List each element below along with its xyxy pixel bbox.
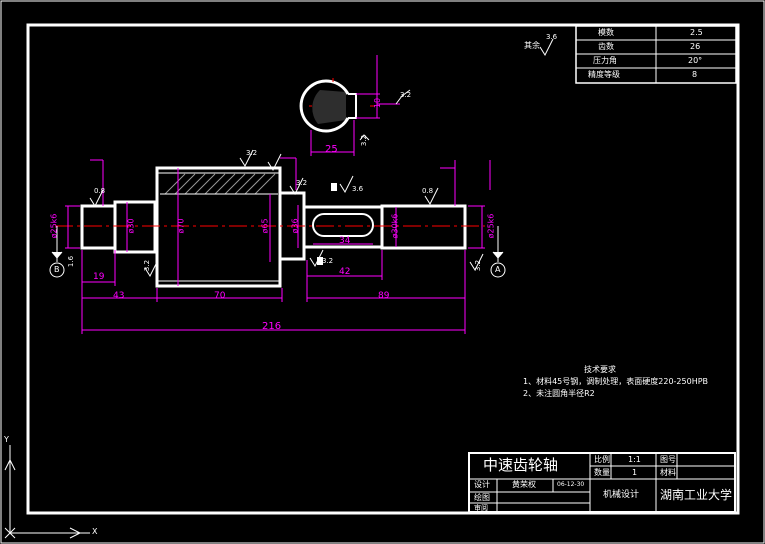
param-value-module: 2.5 — [690, 28, 703, 37]
datum-b: B — [54, 265, 60, 274]
dim-len-70: 70 — [214, 291, 226, 301]
label-review: 审阅 — [474, 504, 488, 512]
roughness-6: 0.8 — [422, 187, 434, 195]
school-name: 湖南工业大学 — [660, 488, 733, 502]
dim-dia-right-end: ø25k6 — [486, 213, 496, 239]
label-design: 设计 — [474, 480, 490, 489]
param-label-teeth: 齿数 — [598, 42, 614, 51]
dim-len-keyed-section: 42 — [339, 267, 351, 277]
roughness-5: 3.6 — [352, 185, 364, 193]
gear-shaft — [80, 166, 467, 288]
param-value-teeth: 26 — [690, 42, 701, 51]
roughness-7: 3.2 — [296, 179, 308, 187]
label-scale: 比例 — [594, 455, 610, 464]
ucs-y-label: Y — [4, 435, 9, 444]
section-roughness-top: 3.2 — [400, 91, 412, 99]
tech-req-title: 技术要求 — [584, 365, 616, 374]
datum-a: A — [495, 265, 501, 274]
course-name: 机械设计 — [603, 490, 640, 500]
roughness-2: 3.2 — [143, 259, 152, 272]
roughness-8: 3.2 — [322, 257, 334, 265]
scale-value: 1:1 — [628, 455, 641, 464]
designer-name: 黄荣权 — [512, 480, 536, 489]
roughness-4: 3.2 — [246, 149, 258, 157]
datum-markers — [49, 226, 506, 278]
dim-dia-gear-root: ø65 — [260, 218, 270, 234]
title-block-frame — [468, 452, 736, 513]
section-width-dim: 10 — [373, 97, 383, 109]
dim-dia-shoulder: ø36 — [290, 218, 300, 234]
section-depth-dim: 25 — [325, 144, 338, 155]
dim-len-89: 89 — [378, 291, 390, 301]
rest-label: 其余 — [524, 41, 540, 50]
param-value-precision: 8 — [692, 70, 698, 79]
dimension-lines — [65, 157, 491, 334]
roughness-1: 0.8 — [94, 187, 106, 195]
param-label-precision: 精度等级 — [588, 70, 620, 79]
label-draw: 绘图 — [474, 493, 490, 502]
dim-dia-gear-tip: ø70 — [176, 218, 186, 234]
gear-hatch — [164, 173, 276, 195]
tech-req-item-1: 1、材料45号钢，调制处理，表面硬度220-250HPB — [523, 377, 709, 386]
drawing-frame — [26, 23, 740, 515]
params-table — [575, 25, 737, 84]
label-qty: 数量 — [594, 468, 610, 477]
qty-value: 1 — [632, 468, 638, 477]
design-date: 06-12-30 — [557, 481, 585, 488]
dim-dia-left-shoulder: ø30 — [126, 218, 136, 234]
roughness-3: 1.6 — [67, 255, 76, 268]
dim-len-43: 43 — [113, 291, 125, 301]
roughness-9: 3.2 — [474, 259, 483, 272]
dim-dia-keyed: ø30k6 — [390, 213, 400, 239]
param-value-pressure-angle: 20° — [688, 56, 703, 65]
key-symbol-top — [331, 183, 337, 191]
ucs-icon — [4, 445, 90, 539]
keyway-section-view — [299, 55, 411, 156]
dim-len-216: 216 — [262, 321, 282, 332]
rest-roughness: 3.6 — [546, 33, 558, 41]
dim-len-key: 34 — [339, 236, 351, 246]
dim-len-19: 19 — [93, 272, 105, 282]
section-roughness-bottom: 3.2 — [360, 134, 369, 147]
drawing-title: 中速齿轮轴 — [483, 456, 559, 474]
param-label-module: 模数 — [598, 28, 614, 37]
dim-dia-left-end: ø25k6 — [49, 213, 59, 239]
tech-req-item-2: 2、未注圆角半径R2 — [523, 389, 595, 398]
roughness-symbols — [89, 38, 554, 278]
key-symbol-bottom — [317, 257, 323, 265]
param-label-pressure-angle: 压力角 — [593, 56, 617, 65]
label-material: 材料 — [660, 468, 676, 477]
ucs-x-label: X — [92, 527, 98, 536]
label-fig-no: 图号 — [660, 455, 676, 464]
